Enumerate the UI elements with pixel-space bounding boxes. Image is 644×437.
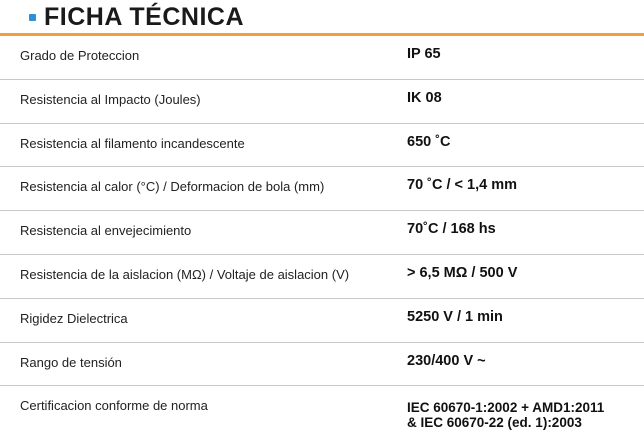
- spec-value: 230/400 V ~: [407, 352, 486, 369]
- spec-row-filamento: Resistencia al filamento incandescente 6…: [0, 124, 644, 168]
- spec-row-envejecimiento: Resistencia al envejecimiento 70˚C / 168…: [0, 211, 644, 255]
- spec-row-impacto: Resistencia al Impacto (Joules) IK 08: [0, 80, 644, 124]
- spec-label: Resistencia al Impacto (Joules): [20, 91, 201, 107]
- spec-row-rigidez: Rigidez Dielectrica 5250 V / 1 min: [0, 299, 644, 343]
- spec-row-calor: Resistencia al calor (°C) / Deformacion …: [0, 167, 644, 212]
- spec-value: 70 ˚C / < 1,4 mm: [407, 177, 518, 194]
- section-header: FICHA TÉCNICA: [0, 0, 644, 36]
- spec-value: IEC 60670-1:2002 + AMD1:2011 & IEC 60670…: [407, 400, 605, 431]
- section-title: FICHA TÉCNICA: [44, 3, 245, 31]
- spec-label: Rango de tensión: [20, 354, 122, 370]
- spec-value: 5250 V / 1 min: [407, 308, 503, 325]
- spec-row-aislacion: Resistencia de la aislacion (MΩ) / Volta…: [0, 255, 644, 299]
- spec-label: Resistencia al envejecimiento: [20, 223, 192, 239]
- spec-row-norma: Certificacion conforme de norma IEC 6067…: [0, 386, 644, 436]
- spec-label: Grado de Proteccion: [20, 48, 140, 63]
- header-divider: [0, 33, 644, 36]
- spec-label: Rigidez Dielectrica: [20, 310, 128, 326]
- spec-value: 650 ˚C: [407, 133, 451, 150]
- spec-value: IK 08: [407, 89, 442, 106]
- spec-table: Grado de Proteccion IP 65 Resistencia al…: [0, 36, 644, 436]
- spec-label: Resistencia al filamento incandescente: [20, 135, 245, 151]
- spec-label: Resistencia de la aislacion (MΩ) / Volta…: [20, 266, 350, 282]
- spec-row-proteccion: Grado de Proteccion IP 65: [0, 36, 644, 80]
- spec-label: Certificacion conforme de norma: [20, 398, 208, 414]
- spec-value: IP 65: [407, 46, 441, 62]
- spec-value: > 6,5 MΩ / 500 V: [407, 264, 518, 281]
- bullet-icon: [29, 14, 36, 21]
- spec-label: Resistencia al calor (°C) / Deformacion …: [20, 179, 325, 195]
- spec-row-tension: Rango de tensión 230/400 V ~: [0, 343, 644, 387]
- spec-value: 70˚C / 168 hs: [407, 221, 496, 238]
